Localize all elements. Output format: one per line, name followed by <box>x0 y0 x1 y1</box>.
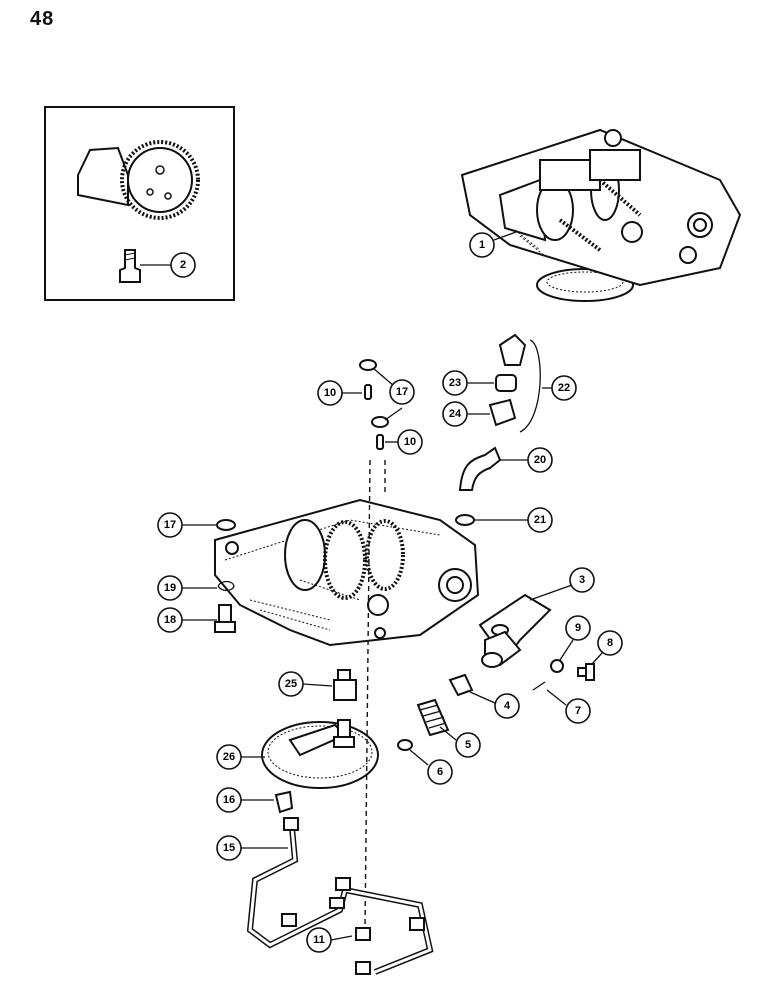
pin-7 <box>532 681 546 691</box>
svg-text:3: 3 <box>579 574 585 586</box>
svg-text:25: 25 <box>285 678 297 690</box>
bolt-8 <box>577 663 595 681</box>
callout-18: 18 <box>157 607 217 633</box>
callout-22: 22 <box>542 375 577 401</box>
svg-text:10: 10 <box>324 387 336 399</box>
plunger-4 <box>448 673 474 697</box>
svg-text:8: 8 <box>607 637 613 649</box>
svg-text:22: 22 <box>558 382 570 394</box>
svg-text:23: 23 <box>449 377 461 389</box>
bolt-18 <box>214 604 236 633</box>
svg-text:21: 21 <box>534 514 546 526</box>
callout-8: 8 <box>591 630 623 665</box>
callout-7: 7 <box>546 689 591 724</box>
o-ring-21 <box>455 514 475 526</box>
svg-text:9: 9 <box>575 622 581 634</box>
svg-text:7: 7 <box>575 705 581 717</box>
svg-text:16: 16 <box>223 794 235 806</box>
callout-5: 5 <box>439 726 481 758</box>
suction-screen-26 <box>261 719 379 789</box>
callout-3: 3 <box>529 567 595 601</box>
callout-15: 15 <box>216 835 288 861</box>
svg-text:26: 26 <box>223 751 235 763</box>
relief-valve-housing-3 <box>478 593 552 668</box>
svg-text:17: 17 <box>396 386 408 398</box>
washer-6 <box>397 739 413 751</box>
page-number: 48 <box>30 8 55 30</box>
nut-16 <box>274 790 294 814</box>
pump-body-exploded <box>214 498 480 647</box>
spring-coils <box>419 704 447 729</box>
callout-24: 24 <box>442 401 490 427</box>
fitting-25 <box>333 669 357 701</box>
svg-text:11: 11 <box>313 934 325 946</box>
callout-26: 26 <box>216 744 265 770</box>
callout-17-mid: 17 <box>384 407 403 421</box>
callout-9: 9 <box>559 615 591 661</box>
svg-text:19: 19 <box>164 582 176 594</box>
dowel-pins-and-washers <box>216 359 389 531</box>
lockwasher-19 <box>217 580 235 592</box>
callout-17-upper: 17 <box>372 367 415 405</box>
svg-text:2: 2 <box>180 259 186 271</box>
svg-text:10: 10 <box>404 436 416 448</box>
assembly-centerline <box>364 459 371 931</box>
lockwasher-9 <box>550 659 564 673</box>
callout-23: 23 <box>442 370 494 396</box>
svg-text:15: 15 <box>223 842 235 854</box>
callout-10-lower: 10 <box>385 429 423 455</box>
callout-20: 20 <box>500 447 553 473</box>
drive-gear-illustration <box>77 140 200 220</box>
svg-text:24: 24 <box>449 408 462 420</box>
callout-16: 16 <box>216 787 274 813</box>
svg-text:6: 6 <box>437 766 443 778</box>
callout-17-left: 17 <box>157 512 216 538</box>
svg-text:20: 20 <box>534 454 546 466</box>
svg-text:4: 4 <box>504 700 511 712</box>
callout-25: 25 <box>278 671 333 697</box>
callout-4: 4 <box>469 691 520 719</box>
callout-2: 2 <box>140 252 196 278</box>
callout-11: 11 <box>306 927 353 953</box>
elbow-tube-20 <box>458 446 502 491</box>
svg-text:1: 1 <box>479 239 485 251</box>
svg-text:18: 18 <box>164 614 176 626</box>
callout-21: 21 <box>475 507 553 533</box>
callout-10-upper: 10 <box>317 380 362 406</box>
inset-panel <box>44 106 235 301</box>
callout-1: 1 <box>469 231 517 258</box>
fitting-assembly-22 <box>488 333 541 433</box>
drive-gear-bolt <box>119 249 141 283</box>
oil-line-15 <box>246 817 434 975</box>
assembled-oil-pump <box>460 128 742 302</box>
callout-19: 19 <box>157 575 217 601</box>
callout-6: 6 <box>409 749 453 785</box>
svg-text:5: 5 <box>465 739 471 751</box>
svg-text:17: 17 <box>164 519 176 531</box>
